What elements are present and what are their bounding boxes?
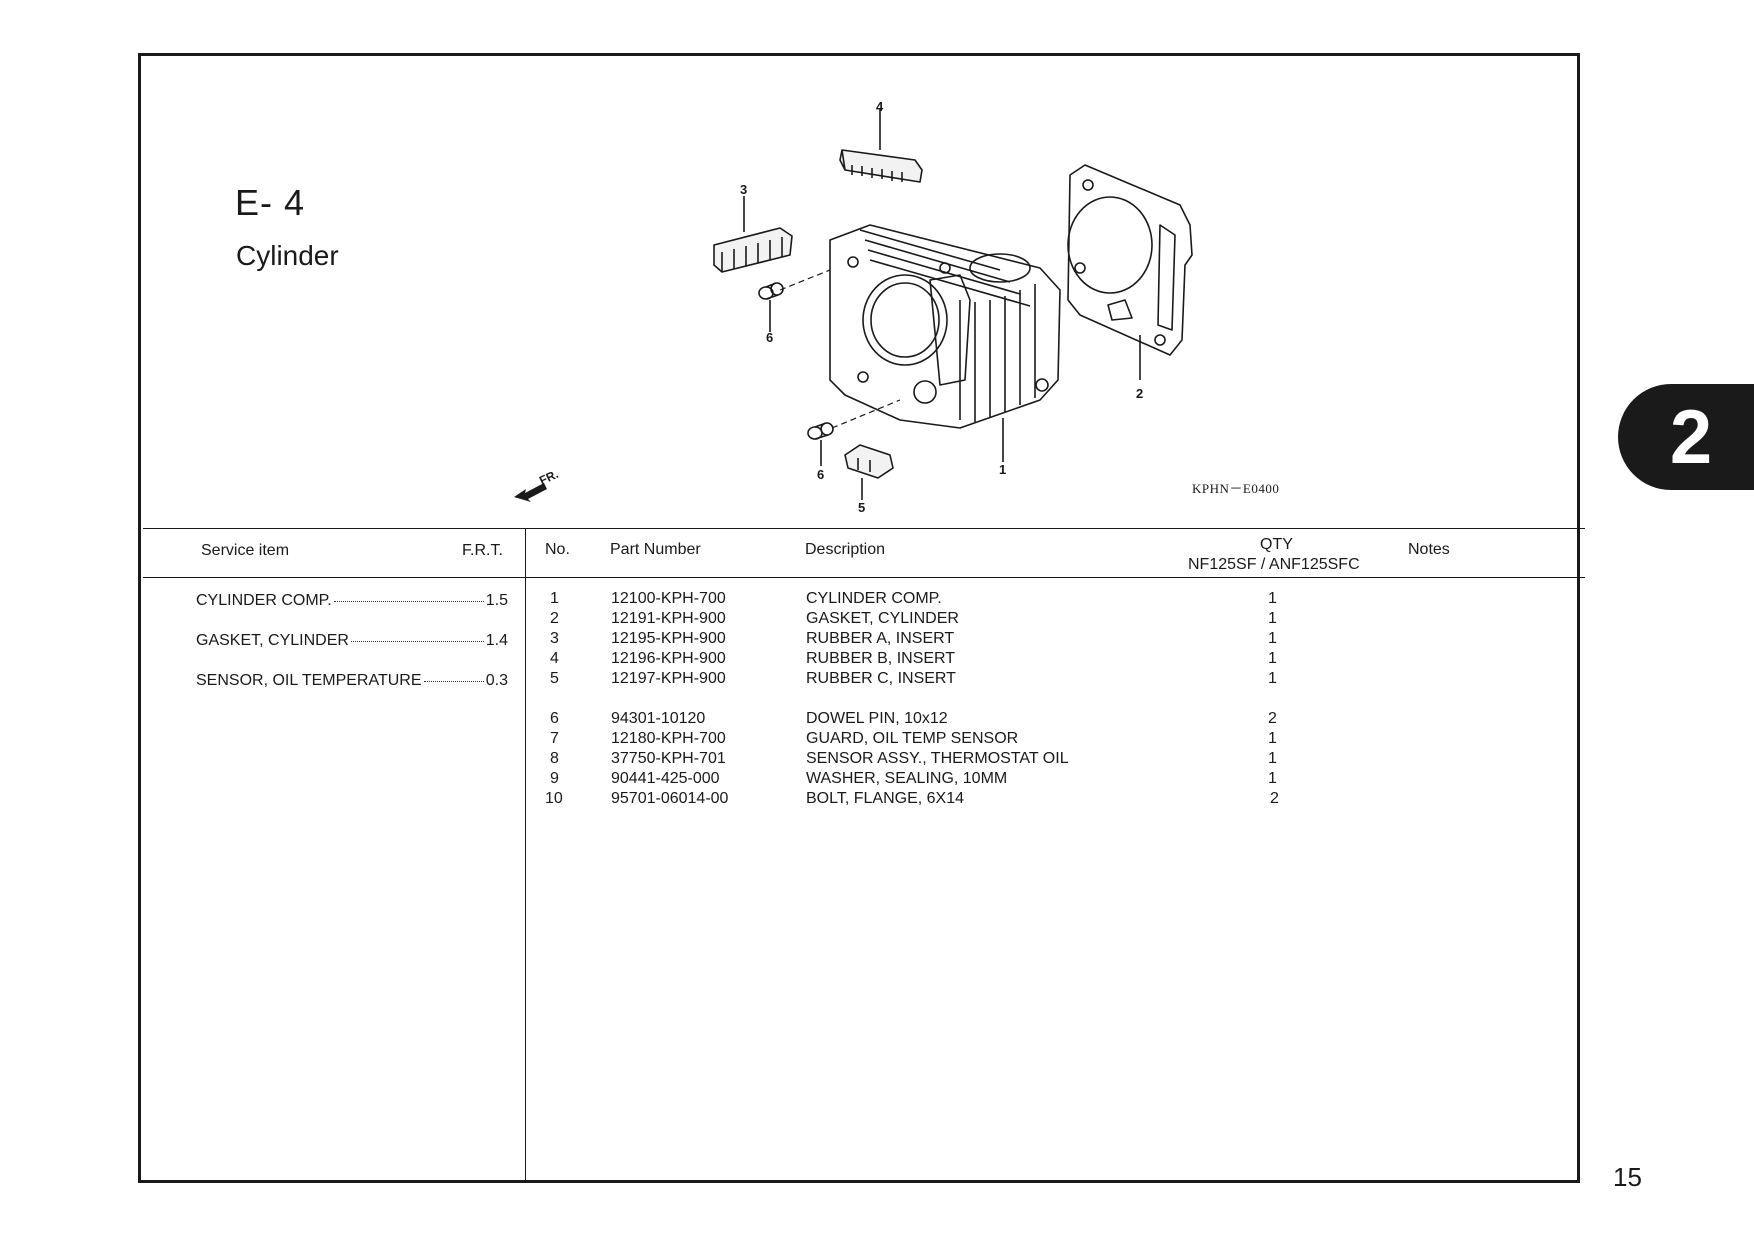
header-qty: QTY bbox=[1260, 536, 1293, 553]
part-number: 95701-06014-00 bbox=[611, 790, 729, 807]
cylinder-exploded-diagram: 4 3 6 2 1 6 5 bbox=[713, 99, 1193, 515]
part-number: 90441-425-000 bbox=[611, 770, 720, 787]
service-item-name: GASKET, CYLINDER bbox=[196, 632, 349, 649]
part-number: 12197-KPH-900 bbox=[611, 670, 726, 687]
part-description: RUBBER A, INSERT bbox=[806, 630, 955, 647]
page-number: 15 bbox=[1613, 1162, 1642, 1192]
part-number: 12196-KPH-900 bbox=[611, 650, 726, 667]
section-code: E- 4 bbox=[235, 182, 306, 223]
part-number: 12191-KPH-900 bbox=[611, 610, 726, 627]
part-no: 3 bbox=[550, 630, 559, 647]
leader-dots bbox=[333, 601, 484, 602]
callout-label: 6 bbox=[817, 467, 824, 482]
table-column-divider bbox=[525, 528, 526, 1180]
part-qty: 1 bbox=[1268, 670, 1277, 687]
part-qty: 1 bbox=[1268, 730, 1277, 747]
header-service-item: Service item bbox=[201, 542, 290, 559]
part-qty: 1 bbox=[1268, 750, 1277, 767]
part-qty: 1 bbox=[1268, 590, 1277, 607]
figure-code: KPHN－E0400 bbox=[1192, 481, 1280, 496]
rubber-b-insert-part bbox=[839, 149, 923, 183]
part-no: 10 bbox=[545, 790, 563, 807]
table-top-rule bbox=[143, 528, 1585, 529]
section-title: Cylinder bbox=[236, 240, 339, 271]
part-number: 94301-10120 bbox=[611, 710, 706, 727]
dowel-pin-upper-part bbox=[758, 282, 784, 300]
cylinder-body-part bbox=[829, 224, 1061, 429]
part-no: 5 bbox=[550, 670, 559, 687]
part-qty: 1 bbox=[1268, 630, 1277, 647]
table-header-rule bbox=[143, 577, 1585, 578]
page-frame bbox=[138, 53, 1580, 1183]
chapter-tab: 2 bbox=[1618, 384, 1754, 490]
part-description: RUBBER B, INSERT bbox=[806, 650, 956, 667]
part-qty: 2 bbox=[1270, 790, 1279, 807]
part-qty: 1 bbox=[1268, 650, 1277, 667]
cylinder-gasket-part bbox=[1067, 164, 1193, 356]
part-qty: 1 bbox=[1268, 610, 1277, 627]
part-number: 37750-KPH-701 bbox=[611, 750, 726, 767]
service-item-frt: 1.5 bbox=[485, 592, 508, 609]
part-number: 12180-KPH-700 bbox=[611, 730, 726, 747]
rubber-a-insert-part bbox=[713, 227, 793, 273]
service-row: SENSOR, OIL TEMPERATURE 0.3 bbox=[196, 672, 508, 690]
part-qty: 2 bbox=[1268, 710, 1277, 727]
front-direction-arrow-icon: FR. bbox=[514, 467, 561, 502]
rubber-c-insert-part bbox=[844, 444, 894, 479]
part-no: 4 bbox=[550, 650, 559, 667]
part-description: DOWEL PIN, 10x12 bbox=[806, 710, 948, 727]
header-part-number: Part Number bbox=[610, 541, 701, 558]
part-description: RUBBER C, INSERT bbox=[806, 670, 956, 687]
header-qty-models: NF125SF / ANF125SFC bbox=[1188, 556, 1360, 573]
part-number: 12100-KPH-700 bbox=[611, 590, 726, 607]
callout-label: 2 bbox=[1136, 386, 1143, 401]
leader-dots bbox=[350, 641, 484, 642]
header-description: Description bbox=[805, 541, 886, 558]
part-no: 8 bbox=[550, 750, 559, 767]
part-no: 7 bbox=[550, 730, 559, 747]
header-notes: Notes bbox=[1408, 541, 1450, 558]
header-no: No. bbox=[545, 541, 570, 558]
leader-dots bbox=[423, 681, 484, 682]
front-label: FR. bbox=[537, 467, 560, 488]
part-description: GASKET, CYLINDER bbox=[806, 610, 959, 627]
dowel-pin-lower-part bbox=[807, 422, 834, 440]
part-description: SENSOR ASSY., THERMOSTAT OIL bbox=[806, 750, 1069, 767]
part-description: BOLT, FLANGE, 6X14 bbox=[806, 790, 964, 807]
part-description: CYLINDER COMP. bbox=[806, 590, 942, 607]
part-no: 6 bbox=[550, 710, 559, 727]
part-no: 2 bbox=[550, 610, 559, 627]
callout-label: 4 bbox=[876, 99, 884, 114]
callout-label: 3 bbox=[740, 182, 747, 197]
service-item-frt: 1.4 bbox=[485, 632, 508, 649]
part-no: 1 bbox=[550, 590, 559, 607]
service-item-name: CYLINDER COMP. bbox=[196, 592, 332, 609]
callout-label: 1 bbox=[999, 462, 1006, 477]
callout-label: 5 bbox=[858, 500, 865, 515]
callout-label: 6 bbox=[766, 330, 773, 345]
part-number: 12195-KPH-900 bbox=[611, 630, 726, 647]
service-row: CYLINDER COMP. 1.5 bbox=[196, 592, 508, 610]
service-row: GASKET, CYLINDER 1.4 bbox=[196, 632, 508, 650]
part-description: GUARD, OIL TEMP SENSOR bbox=[806, 730, 1019, 747]
part-no: 9 bbox=[550, 770, 559, 787]
header-frt: F.R.T. bbox=[462, 542, 503, 559]
part-qty: 1 bbox=[1268, 770, 1277, 787]
service-item-name: SENSOR, OIL TEMPERATURE bbox=[196, 672, 422, 689]
service-item-frt: 0.3 bbox=[485, 672, 508, 689]
part-description: WASHER, SEALING, 10MM bbox=[806, 770, 1008, 787]
